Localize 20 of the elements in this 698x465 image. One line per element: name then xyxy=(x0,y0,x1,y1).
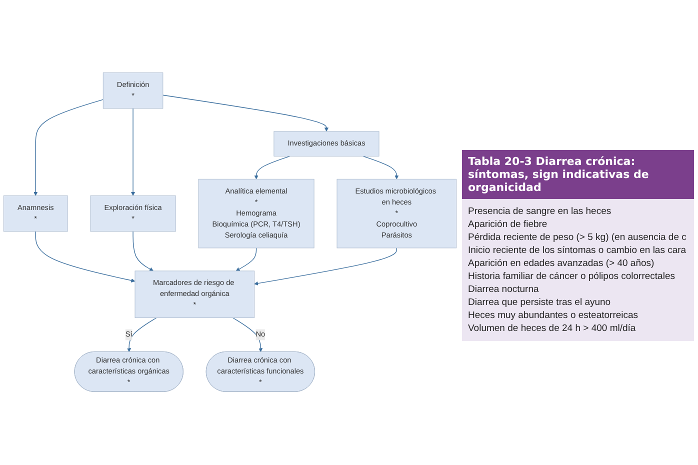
table-row-text: Inicio reciente de los síntomas o cambio en las cara xyxy=(467,244,688,257)
arrow xyxy=(254,248,397,286)
arrow xyxy=(34,100,104,196)
arrow xyxy=(35,231,136,283)
table-row-text: Aparición de fiebre xyxy=(467,218,548,231)
arrow xyxy=(127,318,157,352)
table-row-text: Historia familiar de cáncer o pólipos colorrectales xyxy=(467,270,676,283)
table-row-text: Aparición en edades avanzadas (> 40 años) xyxy=(467,257,656,270)
arrow xyxy=(236,248,257,272)
table-row-text: Heces muy abundantes o esteatorreicas xyxy=(467,309,640,322)
table-row-text: Diarrea que persiste tras el ayuno xyxy=(467,296,612,309)
table-row-text: Volumen de heces de 24 h > 400 ml/día xyxy=(467,322,637,335)
table-row-text: Presencia de sangre en las heces xyxy=(467,205,612,218)
arrow xyxy=(132,231,154,272)
table-row-text: Pérdida reciente de peso (> 5 kg) (en ausencia de c xyxy=(467,231,688,244)
arrow xyxy=(162,95,328,132)
table-row-text: Diarrea nocturna xyxy=(467,283,540,296)
arrow xyxy=(131,108,136,196)
arrow xyxy=(232,318,263,352)
table-title: Tabla 20-3 Diarrea crónica: síntomas, sign indicativas de organicidad xyxy=(462,150,694,199)
